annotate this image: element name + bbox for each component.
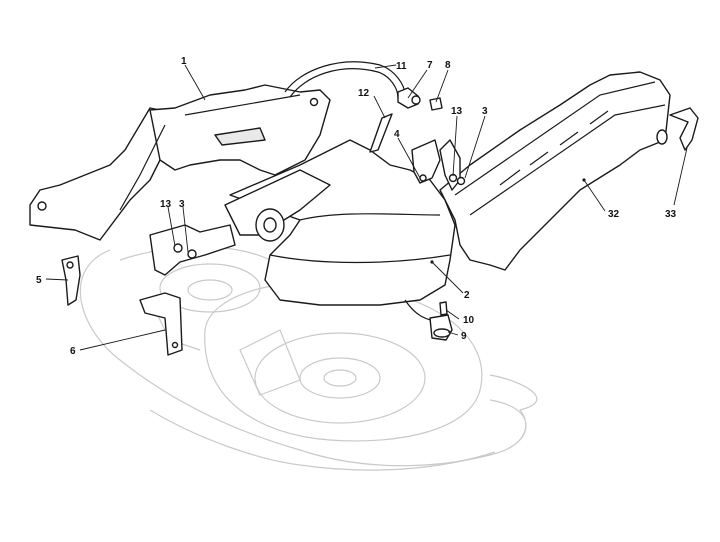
callout-3: 3 [179, 199, 185, 210]
callout-2: 2 [464, 290, 470, 301]
callout-9: 9 [461, 331, 467, 342]
callout-12: 12 [358, 88, 370, 99]
part-11-hose [284, 61, 406, 99]
callout-33: 33 [665, 209, 677, 220]
callout-13: 13 [160, 199, 172, 210]
part-9-elbow [429, 314, 453, 341]
part-13-bracket-left [149, 224, 236, 276]
part-33-clip [669, 107, 699, 151]
part-2-chute [224, 139, 456, 323]
callout-3: 3 [482, 106, 488, 117]
part-8-clip [429, 97, 443, 111]
callout-11: 11 [396, 61, 407, 72]
part-4-bracket [411, 139, 441, 184]
part-13-bracket-right [439, 139, 466, 191]
callout-32: 32 [608, 209, 620, 220]
part-12-pipe [369, 113, 393, 153]
callout-4: 4 [394, 129, 400, 140]
leader-dots [430, 178, 586, 264]
part-7-fitting [397, 87, 421, 109]
part-10-screw [439, 301, 448, 316]
callout-10: 10 [463, 315, 475, 326]
part-1-frame [29, 84, 331, 241]
leader-lines [45, 64, 688, 351]
callout-8: 8 [445, 60, 451, 71]
callout-1: 1 [181, 56, 187, 67]
callout-labels: 1 2 3 3 4 5 6 7 8 9 10 11 12 13 13 32 33 [36, 56, 677, 357]
part-5-bracket [61, 255, 81, 306]
part-32-side-duct [439, 71, 671, 271]
part-6-bracket [139, 292, 183, 356]
callout-13: 13 [451, 106, 463, 117]
callout-6: 6 [70, 346, 76, 357]
callout-7: 7 [427, 60, 433, 71]
callout-5: 5 [36, 275, 42, 286]
